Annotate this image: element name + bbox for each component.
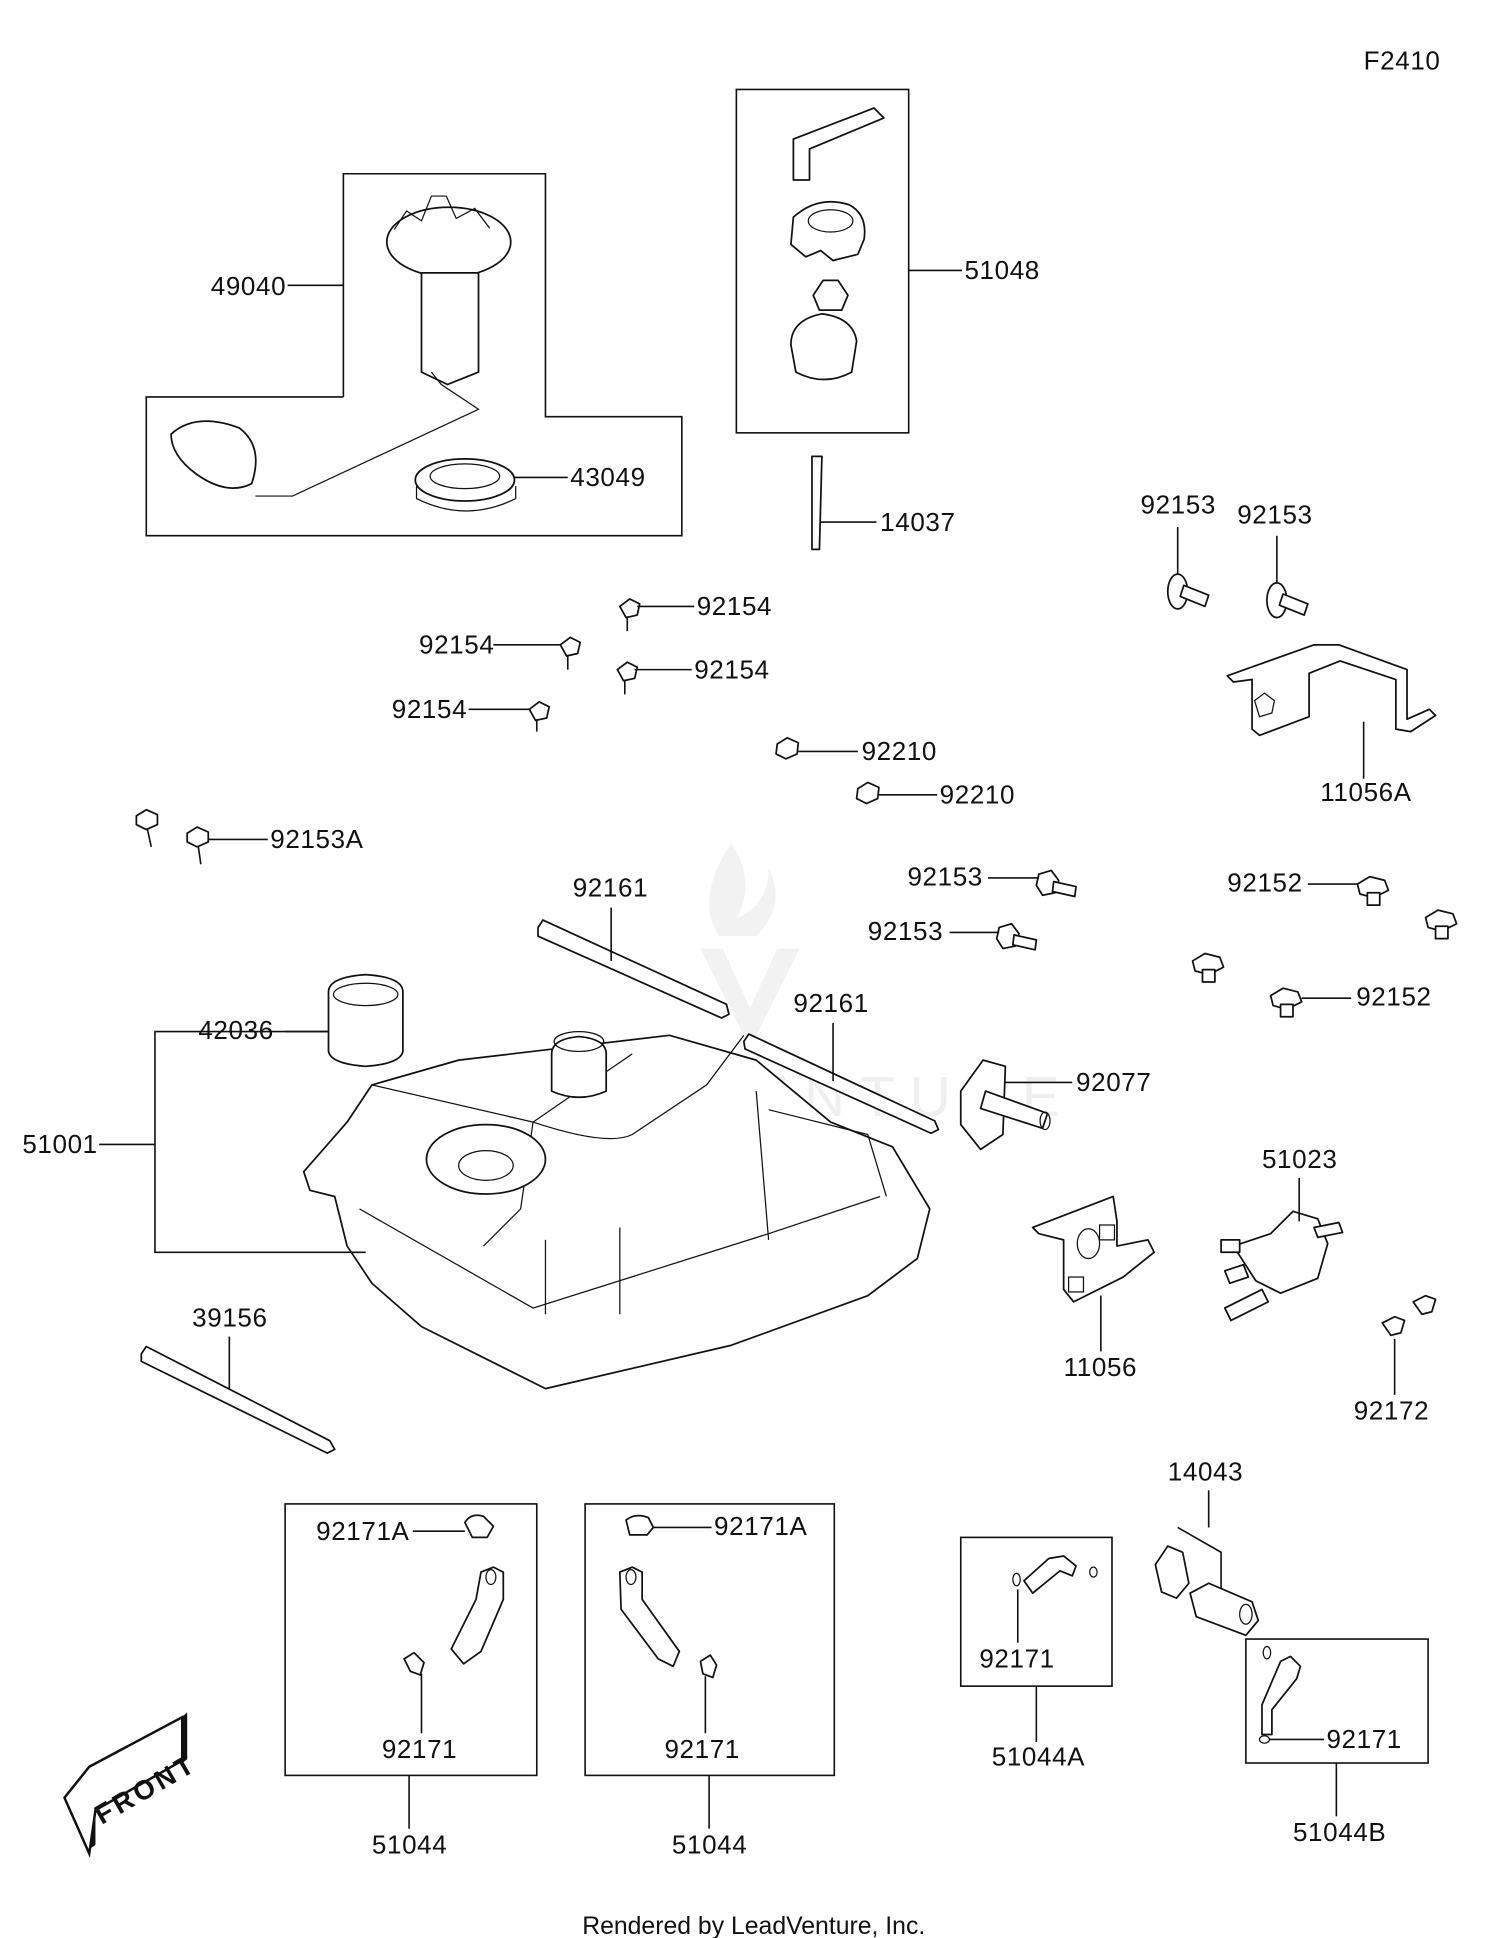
footer-credit: Rendered by LeadVenture, Inc. [582,1913,925,1938]
hose-51044B-group[interactable] [1245,1638,1429,1817]
label-51048[interactable]: 51048 [964,255,1039,285]
cup-42036[interactable] [285,973,404,1068]
label-92171-d[interactable]: 92171 [1326,1724,1401,1754]
bolt-92153-middle[interactable] [949,869,1077,951]
pad-92161-group[interactable] [537,907,940,1135]
label-92171A-b[interactable]: 92171A [714,1511,807,1541]
label-92171A-a[interactable]: 92171A [316,1516,409,1546]
label-51044B[interactable]: 51044B [1293,1817,1386,1847]
nut-92210-group[interactable] [775,736,938,805]
fuel-cock-51023[interactable] [1220,1177,1344,1322]
label-92172[interactable]: 92172 [1354,1396,1429,1426]
clip-92154-group[interactable] [468,598,695,732]
hose-51044A-group[interactable] [959,1536,1113,1742]
label-51023[interactable]: 51023 [1262,1144,1337,1174]
label-92153A[interactable]: 92153A [270,824,363,854]
label-92210-b[interactable]: 92210 [940,780,1015,810]
label-92153-c[interactable]: 92153 [907,861,982,891]
bracket-11056[interactable] [1031,1195,1155,1352]
lock-ring-part [414,458,517,512]
label-92210-a[interactable]: 92210 [862,736,937,766]
fuel-pump-group[interactable] [145,172,683,537]
clip-92172[interactable] [1381,1294,1437,1395]
bolt-92153A-group[interactable] [135,808,268,865]
label-51044A[interactable]: 51044A [992,1741,1085,1771]
label-92152-a[interactable]: 92152 [1227,868,1302,898]
label-39156[interactable]: 39156 [192,1303,267,1333]
fuel-tank-51001[interactable] [99,1030,931,1390]
bracket-11056A[interactable] [1226,643,1437,779]
label-51001[interactable]: 51001 [22,1129,97,1159]
label-14037[interactable]: 14037 [880,507,955,537]
label-92161-b[interactable]: 92161 [793,988,868,1018]
label-92154-a[interactable]: 92154 [697,591,772,621]
bolt-92153-top[interactable] [1166,527,1309,619]
label-92161-a[interactable]: 92161 [573,872,648,902]
label-92153-b[interactable]: 92153 [1237,499,1312,529]
label-92171-a[interactable]: 92171 [382,1734,457,1764]
label-92154-d[interactable]: 92154 [392,694,467,724]
label-51044-a[interactable]: 51044 [372,1830,447,1860]
filter-14043[interactable] [1154,1490,1260,1637]
label-49040[interactable]: 49040 [211,271,286,301]
label-92171-c[interactable]: 92171 [979,1644,1054,1674]
collar-92152-group[interactable] [1191,875,1458,1018]
diagram-code: F2410 [1364,46,1441,76]
label-92153-d[interactable]: 92153 [868,916,943,946]
label-92154-b[interactable]: 92154 [419,630,494,660]
label-42036[interactable]: 42036 [198,1015,273,1045]
fuel-pump-part [170,195,512,497]
grommet-92077[interactable] [959,1059,1073,1151]
label-92153-a[interactable]: 92153 [1140,489,1215,519]
label-92171-b[interactable]: 92171 [664,1734,739,1764]
label-92154-c[interactable]: 92154 [694,654,769,684]
label-51044-b[interactable]: 51044 [672,1830,747,1860]
label-92077[interactable]: 92077 [1076,1067,1151,1097]
label-11056[interactable]: 11056 [1064,1352,1138,1382]
fuel-cap-group[interactable] [735,88,962,434]
label-92152-b[interactable]: 92152 [1356,982,1431,1012]
hose-51044-group-2[interactable] [584,1503,836,1829]
label-14043[interactable]: 14043 [1168,1456,1243,1486]
label-11056A[interactable]: 11056A [1320,777,1412,807]
hose-51044-group-1[interactable] [284,1503,538,1829]
label-43049[interactable]: 43049 [570,462,645,492]
front-direction-arrow: FRONT [63,1712,202,1858]
pad-39156[interactable] [140,1336,336,1454]
tube-14037[interactable] [811,455,877,551]
